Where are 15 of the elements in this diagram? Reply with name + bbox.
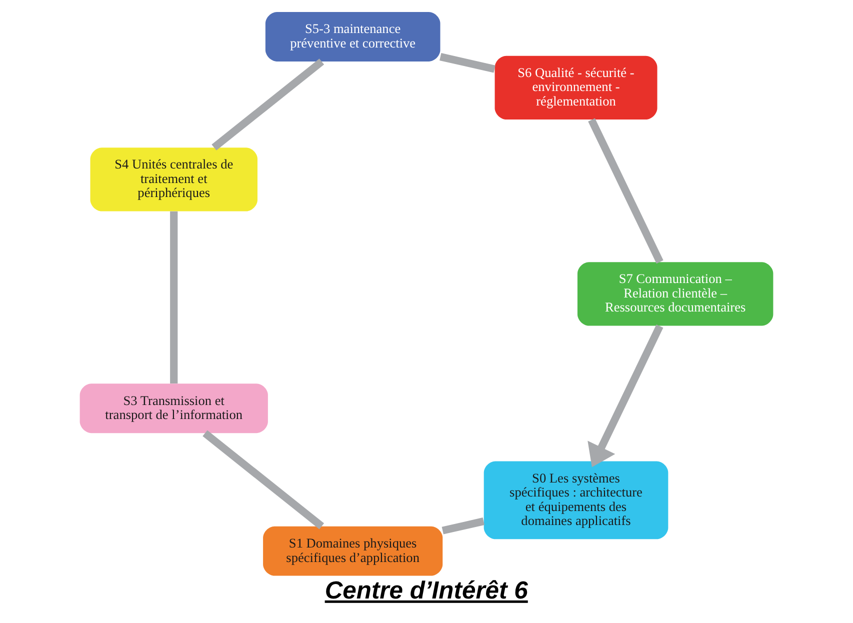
node-box: S7 Communication – Relation clientèle – Ressources documentaires (577, 262, 774, 326)
node-box: S5-3 maintenance préventive et corrective (265, 12, 440, 62)
connector (202, 430, 324, 530)
connector (170, 211, 178, 384)
node-box: S0 Les systèmes spécifiques : architecture et équipements des domaines applicatifs (484, 461, 668, 540)
connector (440, 53, 496, 73)
arrow (588, 324, 664, 468)
diagram-title: Centre d’Intérêt 6 (324, 577, 528, 604)
connector (212, 58, 324, 150)
connector (442, 518, 484, 534)
node-box: S1 Domaines physiques spécifiques d’application (263, 526, 443, 576)
connector (588, 118, 664, 264)
node-box: S6 Qualité - sécurité - environnement - réglementation (494, 56, 658, 120)
node-box: S3 Transmission et transport de l’information (80, 384, 268, 434)
node-box: S4 Unités centrales de traitement et périphériques (90, 148, 258, 212)
